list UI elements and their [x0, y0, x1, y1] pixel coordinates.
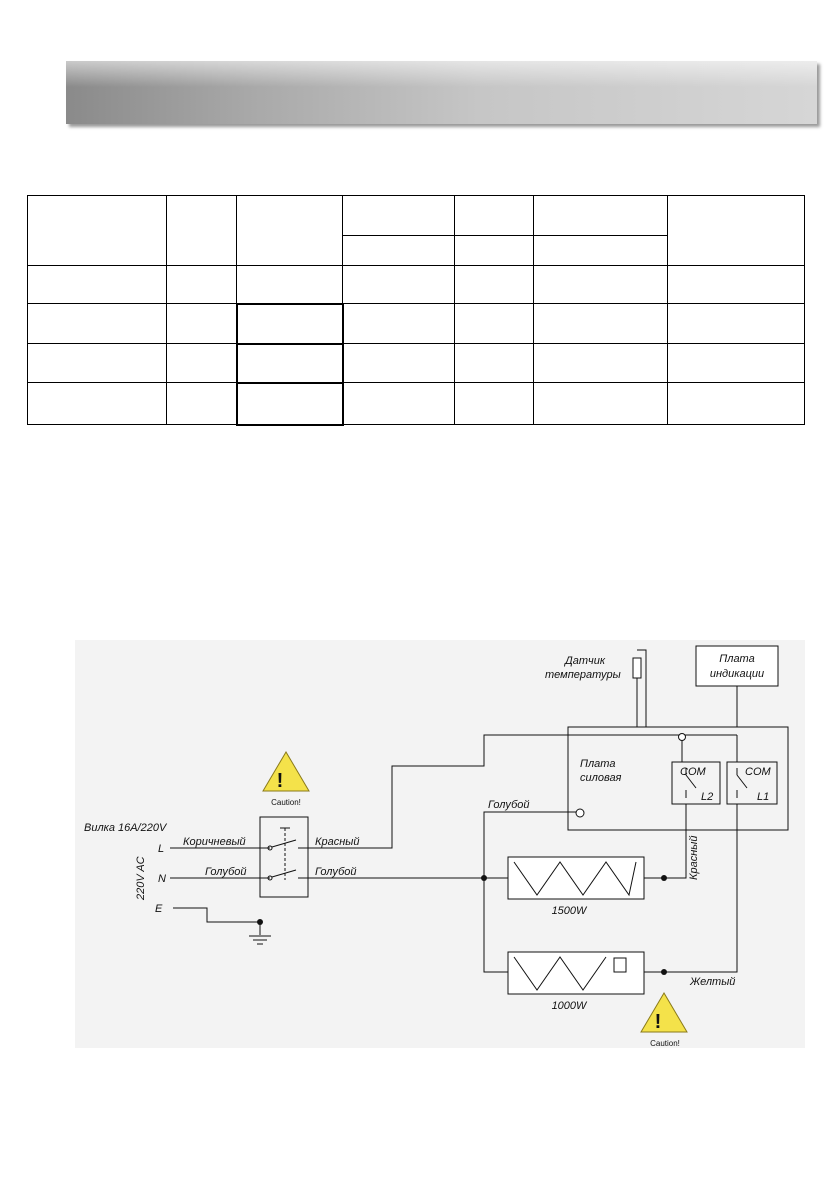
sensor-label: Датчик: [563, 655, 606, 667]
table-row: [27, 265, 805, 304]
table-cell: [533, 382, 668, 425]
table-cell: [235, 381, 344, 426]
relay-l1: [726, 761, 778, 805]
sensor-label: температуры: [545, 669, 621, 681]
wire-label-red: Красный: [315, 836, 359, 848]
wire-sensor-return: [637, 649, 647, 727]
table-cell: [667, 343, 805, 383]
table-row: [27, 302, 805, 345]
table-cell: [27, 265, 167, 304]
wire-yellow: [644, 798, 738, 973]
table-cell: [235, 302, 344, 345]
table-cell: [27, 195, 167, 266]
table-cell: [236, 195, 343, 266]
wire-label-brown: Коричневый: [183, 836, 246, 848]
caution-label: Caution!: [650, 1039, 680, 1048]
table-cell: [236, 265, 343, 304]
wire-earth: [173, 907, 261, 935]
caution-icon: [640, 992, 688, 1033]
table-row: [27, 381, 805, 426]
relay-out-label: L2: [701, 791, 713, 803]
table-cell: [454, 265, 534, 304]
caution-mark: !: [655, 1011, 662, 1033]
plug-e-label: E: [155, 903, 163, 915]
table-cell: [342, 235, 455, 266]
terminal-node: [575, 808, 585, 818]
junction-node: [257, 919, 263, 925]
wire-red-relay: [644, 798, 687, 879]
power-board-label: Плата: [580, 758, 615, 770]
wire-label-red: Красный: [688, 836, 700, 880]
table-cell: [166, 303, 237, 344]
wire-label-blue: Голубой: [205, 866, 247, 878]
relay-out-label: L1: [757, 791, 769, 803]
table-cell: [454, 343, 534, 383]
power-board: [567, 726, 789, 831]
plug-label: Вилка 16A/220V: [84, 822, 168, 834]
ground-icon: [249, 935, 271, 945]
table-cell: [342, 195, 455, 236]
wire-label-blue: Голубой: [315, 866, 357, 878]
caution-label: Caution!: [271, 798, 301, 807]
wires: [170, 649, 738, 973]
temperature-sensor-icon: [632, 657, 642, 679]
table-cell: [342, 382, 455, 425]
caution-icon: [262, 751, 310, 792]
relay-com-label: COM: [745, 766, 772, 778]
table-cell: [454, 195, 534, 236]
table-cell: [454, 382, 534, 425]
heater-1000w: [507, 951, 645, 995]
table-cell: [235, 342, 344, 384]
table-cell: [533, 195, 668, 236]
voltage-label: 220V AC: [135, 856, 147, 901]
table-cell: [166, 382, 237, 425]
wire-blue-board: [483, 811, 580, 878]
display-board-label: индикации: [710, 668, 764, 680]
table-subheader-row: [28, 235, 805, 266]
caution-mark: !: [277, 770, 284, 792]
display-board-label: Плата: [719, 653, 754, 665]
plug-l-label: L: [158, 843, 164, 855]
relay-com-label: COM: [680, 766, 707, 778]
plug-n-label: N: [158, 873, 166, 885]
spec-table: [27, 195, 805, 426]
wire-heater2-left: [483, 878, 508, 973]
junction-node: [661, 969, 667, 975]
power-board-label: силовая: [580, 772, 622, 784]
table-cell: [166, 265, 237, 304]
switch-contacts-icon: [267, 827, 297, 881]
relay-l2: [671, 761, 721, 805]
table-cell: [27, 303, 167, 344]
power-switch: [259, 816, 309, 898]
wire-label-blue: Голубой: [488, 799, 530, 811]
terminal-node: [678, 733, 686, 741]
table-cell: [667, 265, 805, 304]
heater-label: 1500W: [552, 905, 588, 917]
header-banner-highlight: [66, 61, 817, 87]
table-header-row: [27, 195, 805, 266]
relay-contact-icon: [685, 768, 748, 798]
heater-1500w: [507, 856, 645, 900]
wire-red: [298, 734, 682, 849]
display-board: [695, 645, 779, 687]
diagram-background: [75, 640, 805, 1048]
table-cell: [667, 382, 805, 425]
table-cell: [667, 195, 805, 266]
junction-node: [661, 875, 667, 881]
wire-label-yellow: Желтый: [689, 976, 735, 988]
thermal-fuse-icon: [613, 957, 627, 973]
junction-node: [481, 875, 487, 881]
heater-label: 1000W: [552, 1000, 588, 1012]
table-cell: [533, 265, 668, 304]
